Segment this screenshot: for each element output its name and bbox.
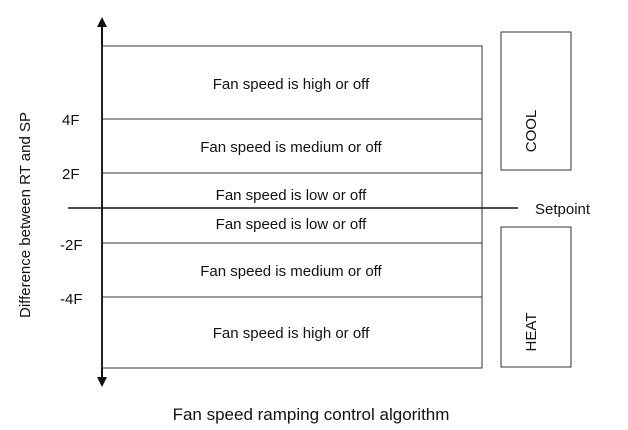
band-label: Fan speed is high or off (213, 76, 370, 93)
diagram-caption: Fan speed ramping control algorithm (173, 405, 450, 424)
heat-box (500, 226, 572, 368)
tick-label: -2F (60, 237, 83, 254)
tick-label: -4F (60, 291, 83, 308)
band-label: Fan speed is low or off (216, 187, 367, 204)
cool-box (500, 31, 572, 171)
bands-frame (101, 45, 483, 369)
heat-label: HEAT (523, 313, 540, 352)
cool-label: COOL (523, 110, 540, 153)
band-label: Fan speed is medium or off (200, 263, 382, 280)
tick-label: 2F (62, 166, 80, 183)
axis-title: Difference between RT and SP (17, 112, 34, 318)
tick-label: 4F (62, 112, 80, 129)
setpoint-label: Setpoint (535, 201, 591, 218)
band-label: Fan speed is medium or off (200, 139, 382, 156)
band-label: Fan speed is low or off (216, 216, 367, 233)
band-label: Fan speed is high or off (213, 325, 370, 342)
